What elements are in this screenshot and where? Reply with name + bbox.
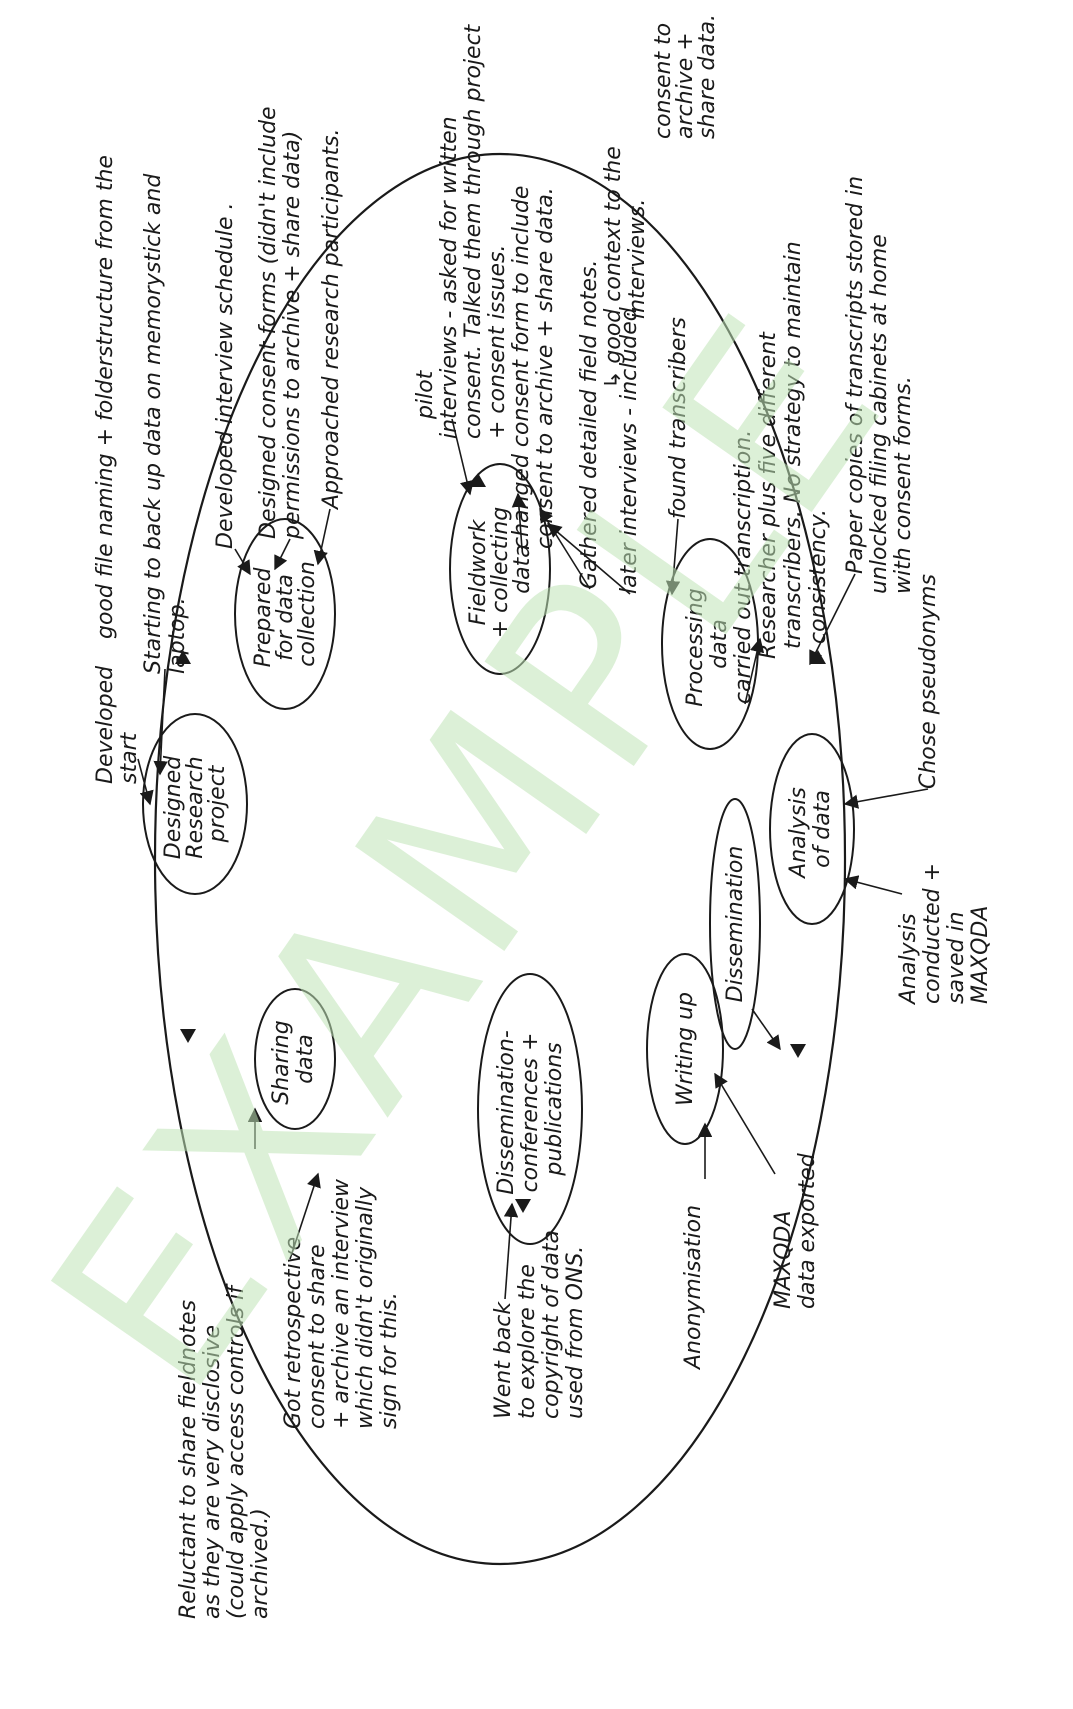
note-paper-copies: Paper copies of transcripts stored in un… xyxy=(843,169,916,594)
svg-text:Sharing data: Sharing data xyxy=(269,1013,318,1104)
svg-text:Writing up: Writing up xyxy=(673,992,698,1106)
stage-processing: Processing data xyxy=(661,538,759,750)
stage-dissemination-small: Dissemination xyxy=(709,798,761,1050)
svg-text:Analysis of data: Analysis of data xyxy=(786,780,835,880)
stage-dissemination-line-2: conferences + xyxy=(518,1033,543,1193)
stage-writing: Writing up xyxy=(646,953,724,1145)
note-approached: Approached research participants. xyxy=(319,128,344,511)
note-schedule: Developed interview schedule . xyxy=(213,202,238,549)
svg-text:Prepared for data: Prepared for data collection xyxy=(251,561,320,668)
svg-text:Fieldwork + collecting: Fieldwork + collecting data xyxy=(466,500,535,638)
connector-schedule xyxy=(234,548,251,576)
stage-dissemination: Dissemination- conferences + publication… xyxy=(477,973,583,1245)
connector-copyright xyxy=(503,1202,519,1300)
note-maxqda-exported: MAXQDA data exported xyxy=(771,1152,820,1309)
stage-fieldwork-line-1: Fieldwork xyxy=(466,518,491,625)
connector-backup xyxy=(153,668,168,776)
connector-transcribers xyxy=(665,518,681,596)
cycle-arrow-3 xyxy=(810,650,826,664)
connector-approached xyxy=(313,508,331,566)
stage-sharing: Sharing data xyxy=(254,988,336,1130)
connector-transcription xyxy=(744,637,765,705)
stage-analysis-line-1: Analysis xyxy=(786,787,811,880)
stage-dissemination-small-line-1: Dissemination xyxy=(723,846,748,1003)
stage-analysis: Analysis of data xyxy=(769,733,855,925)
stage-analysis-line-2: of data xyxy=(810,790,835,868)
note-transcribers: found transcribers xyxy=(666,317,691,519)
svg-text:Dissemination: Dissemination xyxy=(723,846,748,1003)
connector-maxqda-exported xyxy=(714,1072,776,1175)
connector-dissemination-small xyxy=(751,1008,781,1051)
cycle-arrow-6 xyxy=(790,1044,806,1058)
stage-sharing-line-2: data xyxy=(293,1034,318,1084)
stage-designed-line-3: project xyxy=(205,764,230,843)
connector-retrospective xyxy=(289,1172,321,1260)
stage-fieldwork: Fieldwork + collecting data xyxy=(449,463,551,675)
stage-designed-line-2: Research xyxy=(183,756,208,858)
connector-changed-consent xyxy=(511,492,527,550)
note-reluctant: Reluctant to share fieldnotes as they ar… xyxy=(176,1279,273,1619)
cycle-arrow-5 xyxy=(515,1199,531,1213)
stage-designed: Designed Research project xyxy=(142,713,248,895)
note-copyright: Went back to explore the copyright of da… xyxy=(491,1223,588,1419)
stage-processing-line-2: data xyxy=(707,619,732,669)
svg-text:Dissemination- confere: Dissemination- conferences + publication… xyxy=(494,1023,567,1195)
cycle-arrow-4 xyxy=(180,1029,196,1043)
note-backup: Starting to back up data on memorystick … xyxy=(141,167,190,674)
note-later-interviews: later interviews - included consent to a… xyxy=(617,14,720,594)
lifecycle-cycle xyxy=(153,152,847,1566)
note-maxqda-saved: Analysis conducted + saved in MAXQDA xyxy=(896,856,993,1006)
note-changed-consent: changed consent form to include consent … xyxy=(509,179,558,549)
connector-pilot xyxy=(451,418,474,496)
svg-text:Designed Research: Designed Research project xyxy=(161,749,230,859)
note-pseudonyms: Chose pseudonyms xyxy=(916,574,941,789)
note-pilot: pilot interviews - asked for written con… xyxy=(413,18,510,439)
stage-fieldwork-line-2: + collecting xyxy=(488,507,513,639)
stage-prepared-line-1: Prepared xyxy=(251,567,276,668)
stage-sharing-line-1: Sharing xyxy=(269,1020,294,1104)
connector-later-interviews xyxy=(546,523,631,595)
note-consent-forms: Designed consent forms (didn't include p… xyxy=(256,99,305,540)
stage-fieldwork-line-3: data xyxy=(510,544,535,594)
connector-field-notes xyxy=(539,507,591,590)
note-developed-start: Developed start xyxy=(93,659,142,784)
stage-writing-line-1: Writing up xyxy=(673,992,698,1106)
stage-processing-line-1: Processing xyxy=(683,588,708,706)
stage-dissemination-line-3: publications xyxy=(542,1042,567,1176)
cycle-arrow-1 xyxy=(175,650,191,664)
connector-developed-start xyxy=(137,758,154,806)
rotated-layer: Designed Research project Prepared for d… xyxy=(93,14,993,1619)
stage-dissemination-line-1: Dissemination- xyxy=(494,1030,519,1195)
note-retrospective: Got retrospective consent to share + arc… xyxy=(281,1172,402,1429)
note-transcription: carried out transcription. Researcher pl… xyxy=(731,234,831,704)
note-field-notes: Gathered detailed field notes. ↳ good co… xyxy=(577,139,650,589)
stage-prepared-line-2: for data xyxy=(273,574,298,661)
stage-prepared: Prepared for data collection xyxy=(234,518,336,710)
note-anonymisation: Anonymisation xyxy=(681,1205,706,1371)
connector-consent-forms xyxy=(274,538,291,571)
connector-maxqda-saved xyxy=(843,875,903,895)
cycle-arrow-2 xyxy=(470,473,486,487)
stage-prepared-line-3: collection xyxy=(295,561,320,667)
svg-text:Processing data: Processing data xyxy=(683,581,732,706)
connector-paper-copies xyxy=(809,573,856,666)
note-file-naming: good file naming + folderstructure from … xyxy=(93,155,118,639)
connector-pseudonyms xyxy=(843,788,929,809)
